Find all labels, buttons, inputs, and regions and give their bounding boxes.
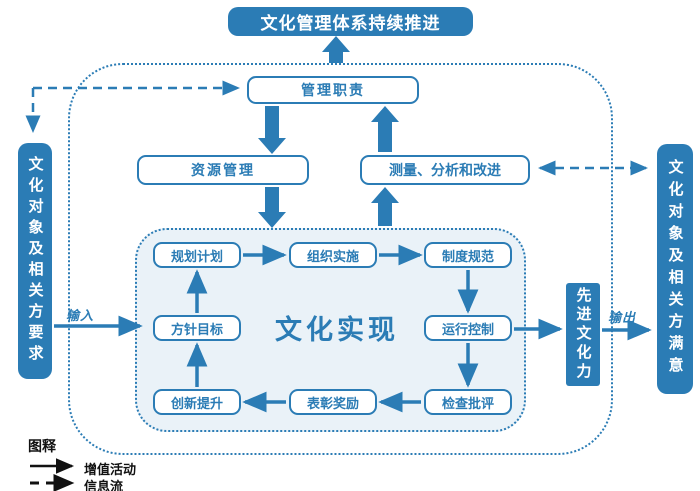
block-arrow-measure-to-management-icon	[371, 106, 399, 152]
left-requirements-box: 文化对象及相关方要求	[18, 143, 52, 379]
banner-title: 文化管理体系持续推进	[228, 7, 473, 36]
block-arrow-resource-to-cycle-icon	[258, 187, 286, 228]
advanced-culture-power-box: 先进文化力	[566, 283, 600, 386]
output-label: 输出	[608, 310, 637, 325]
plan-box: 规划计划	[153, 242, 241, 268]
culture-realization-label: 文化实现	[275, 315, 399, 345]
measure-analyze-improve-box: 测量、分析和改进	[360, 155, 530, 185]
outer-dotted-frame	[68, 63, 613, 455]
reward-box: 表彰奖励	[289, 389, 377, 415]
innovation-box: 创新提升	[153, 389, 241, 415]
organize-box: 组织实施	[289, 242, 377, 268]
inspection-box: 检查批评	[424, 389, 512, 415]
management-duty-box: 管理职责	[247, 76, 419, 104]
resource-management-box: 资源管理	[137, 155, 309, 185]
block-arrow-cycle-to-measure-icon	[371, 187, 399, 226]
legend-dashed-label: 信息流	[84, 479, 124, 491]
block-arrow-management-to-resource-icon	[258, 106, 286, 154]
block-arrow-up-to-banner-icon	[322, 36, 350, 63]
operation-control-box: 运行控制	[424, 315, 512, 341]
system-norm-box: 制度规范	[424, 242, 512, 268]
right-satisfaction-box: 文化对象及相关方满意	[657, 144, 693, 394]
policy-goal-box: 方针目标	[153, 315, 241, 341]
legend-solid-label: 增值活动	[84, 462, 137, 477]
input-label: 输入	[66, 308, 95, 323]
legend-title: 图释	[28, 438, 56, 454]
